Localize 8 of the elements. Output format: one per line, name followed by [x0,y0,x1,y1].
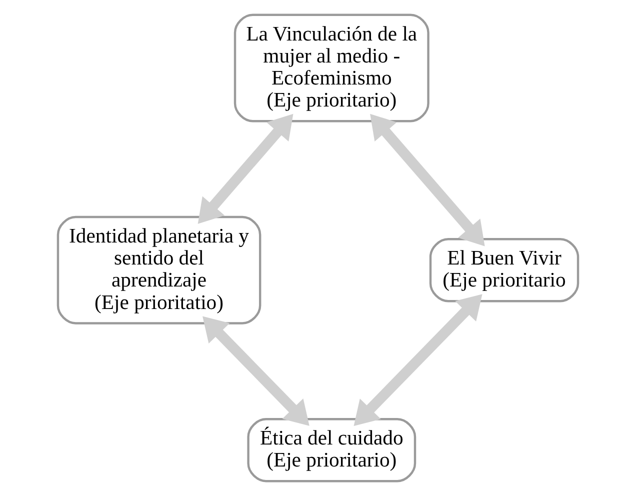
node-box: Ética del cuidado (Eje prioritario) [247,418,416,482]
arrow [354,294,482,426]
node-box: La Vinculación de la mujer al medio - Ecofeminismo (Eje prioritario) [234,13,430,122]
arrow [198,113,294,224]
arrow [202,316,310,426]
arrow [370,113,485,246]
node-box: El Buen Vivir (Eje prioritario [429,238,580,302]
node-box: Identidad planetaria y sentido del aprendizaje (Eje prioritatio) [56,215,262,324]
